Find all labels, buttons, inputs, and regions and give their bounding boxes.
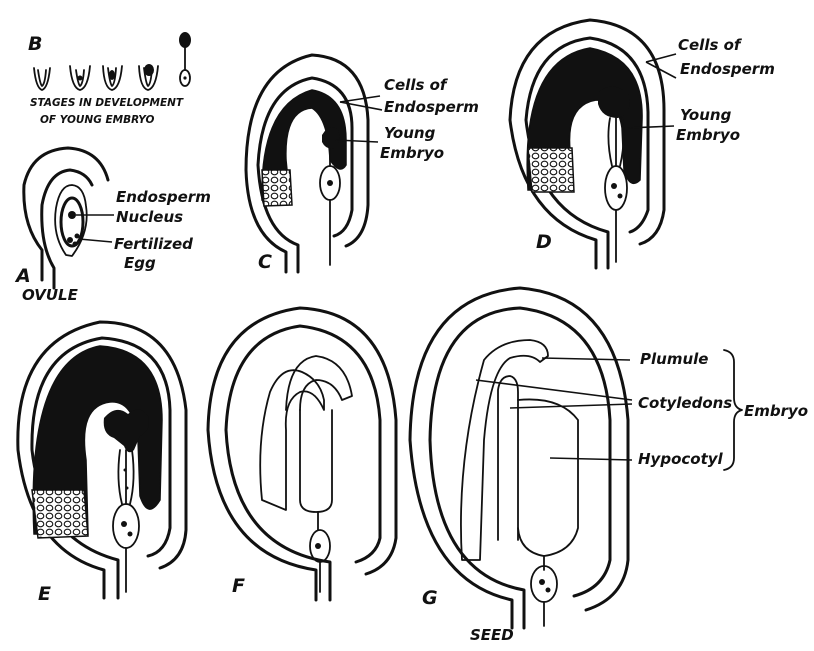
cotyledons-label: Cotyledons xyxy=(638,394,732,412)
stage-4-icon xyxy=(139,64,158,90)
c-young-label: Young xyxy=(384,124,436,142)
stage-c-diagram: Cells of Endosperm Young Embryo C xyxy=(246,55,479,273)
stage-3-icon xyxy=(103,66,122,90)
seed-caption: SEED xyxy=(470,626,514,644)
stage-e-diagram: E xyxy=(18,322,186,605)
endosperm-label: Endosperm xyxy=(116,188,211,206)
c-endosperm-label: Endosperm xyxy=(384,98,479,116)
d-cells-of-label: Cells of xyxy=(678,36,743,54)
stage-d-diagram: Cells of Endosperm Young Embryo D xyxy=(510,20,775,268)
label-a: A xyxy=(14,265,31,287)
label-c: C xyxy=(258,251,272,273)
d-endosperm-label: Endosperm xyxy=(680,60,775,78)
label-b: B xyxy=(28,33,42,55)
stages-of-embryo-group: B STAGES IN DEVELOPMENT OF YOUNG EMBR xyxy=(28,32,191,126)
ovule-caption: OVULE xyxy=(22,286,79,304)
stage-g-diagram: Plumule Cotyledons Hypocotyl Embryo G SE… xyxy=(410,288,808,644)
ovule-diagram: Endosperm Nucleus Fertilized Egg A OVULE xyxy=(14,148,211,304)
egg-label: Egg xyxy=(124,254,156,272)
stage-f-diagram: F xyxy=(208,308,396,600)
d-young-label: Young xyxy=(680,106,732,124)
label-g: G xyxy=(422,587,438,609)
stage-2-icon xyxy=(70,66,90,90)
nucleus-label: Nucleus xyxy=(116,208,183,226)
d-embryo-label: Embryo xyxy=(676,126,740,144)
label-d: D xyxy=(536,231,552,253)
label-e: E xyxy=(38,583,51,605)
stage-5-icon xyxy=(179,32,191,86)
c-embryo-label: Embryo xyxy=(380,144,444,162)
fertilized-label: Fertilized xyxy=(114,235,193,253)
label-f: F xyxy=(232,575,245,597)
stage-1-icon xyxy=(34,68,50,90)
hypocotyl-label: Hypocotyl xyxy=(638,450,724,468)
stages-caption-line-2: OF YOUNG EMBRYO xyxy=(40,114,154,126)
stages-caption-line-1: STAGES IN DEVELOPMENT xyxy=(30,97,184,109)
c-cells-of-label: Cells of xyxy=(384,76,449,94)
embryo-bracket-label: Embryo xyxy=(744,402,808,420)
plumule-label: Plumule xyxy=(640,350,708,368)
